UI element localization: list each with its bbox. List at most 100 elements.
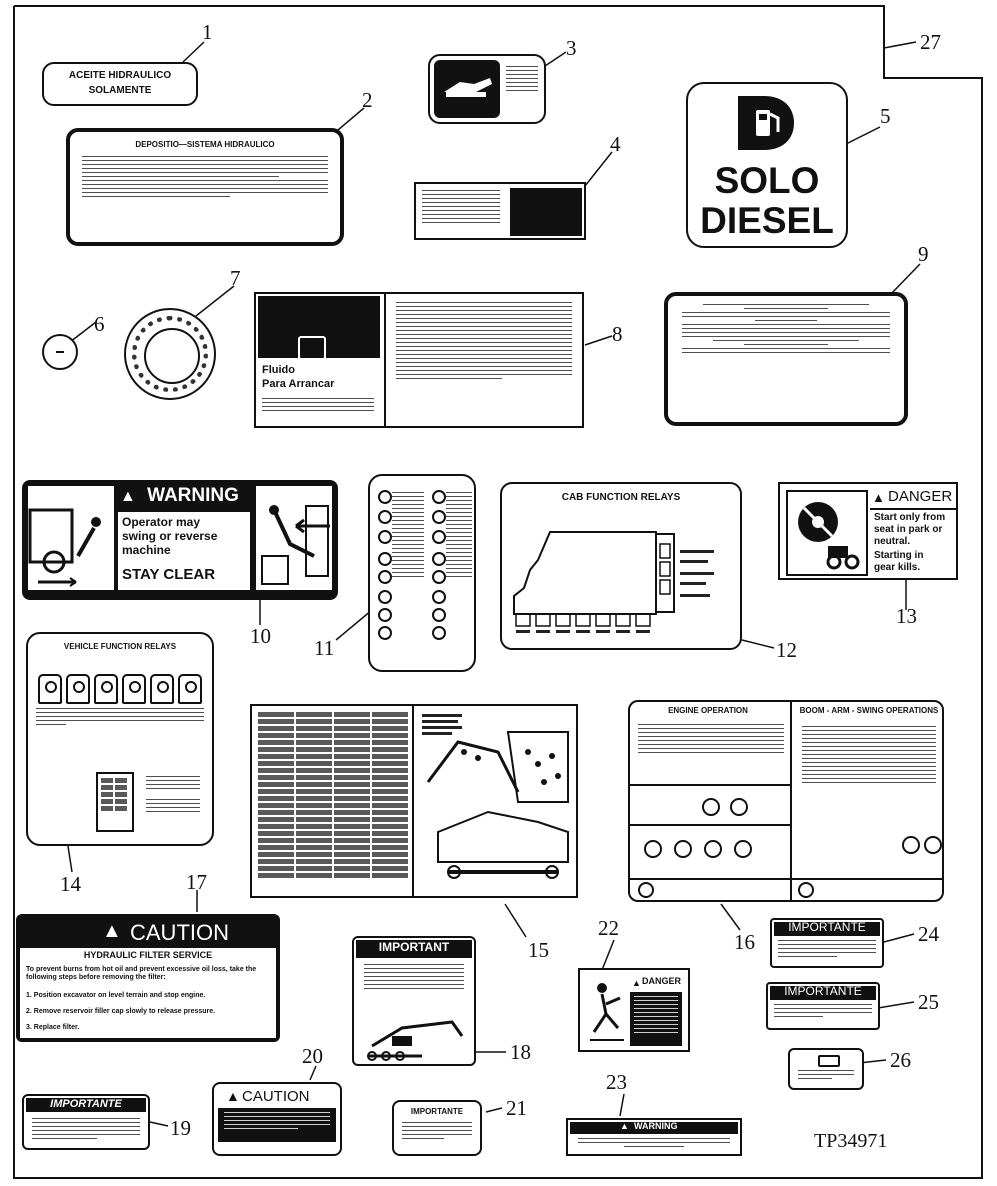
callout-6: 6: [94, 312, 105, 336]
decal-16-right-text: [802, 726, 936, 786]
decal-25-banner: IMPORTANTE: [784, 984, 862, 998]
decal-20-banner: CAUTION: [242, 1088, 310, 1105]
decal-18-important-label: IMPORTANT: [352, 936, 476, 1066]
decal-23-text-lines: [578, 1138, 730, 1150]
decal-15-divider: [412, 706, 414, 896]
decal-2-title: DEPOSITIO—SISTEMA HIDRAULICO: [135, 140, 275, 149]
decal-24-text-lines: [778, 940, 876, 960]
decal-13-line4: Starting in: [874, 550, 924, 561]
decal-16-mid-rule2: [630, 824, 790, 826]
decal-26-small-label: [788, 1048, 864, 1090]
decal-5-line1: SOLO: [714, 160, 820, 201]
decal-5-line2: DIESEL: [700, 200, 834, 241]
decal-16-left-text: [638, 724, 784, 756]
decal-22-danger-label: ▲ DANGER: [578, 968, 690, 1052]
callout-24: 24: [918, 922, 939, 946]
decal-9-text-lines: [682, 304, 890, 356]
callout-14: 14: [60, 872, 81, 896]
diesel-pump-icon: [732, 92, 798, 154]
decal-15-lubrication-chart: [250, 704, 578, 898]
callout-2: 2: [362, 88, 373, 112]
callout-8: 8: [612, 322, 623, 346]
callout-5: 5: [880, 104, 891, 128]
decal-19-important-label: IMPORTANTE: [22, 1094, 150, 1150]
callout-27: 27: [920, 30, 941, 54]
decal-21-banner: IMPORTANTE: [410, 1107, 464, 1116]
decal-10-text-box: [118, 512, 250, 590]
decal-7-round-ring-label: [124, 308, 216, 400]
decal-10-banner: WARNING: [147, 485, 239, 506]
decal-24-banner-bg: [774, 922, 880, 936]
decal-8-small-text: [262, 398, 374, 414]
decal-24-importante-label: IMPORTANTE: [770, 918, 884, 968]
decal-14-fuse-block: [96, 772, 134, 832]
decal-15-service-table: [258, 712, 408, 878]
decal-5-solo-diesel-label: SOLO DIESEL: [686, 82, 848, 248]
danger-triangle-icon: ▲: [872, 490, 885, 505]
decal-18-banner-bg: [356, 940, 472, 958]
decal-22-text-block: [630, 992, 682, 1046]
decal-17-step1: 1. Position excavator on level terrain a…: [26, 992, 206, 999]
decal-18-text-lines: [364, 964, 464, 992]
decal-1-line1: ACEITE HIDRAULICO: [68, 70, 172, 81]
excavator-bucket-icon: [367, 1020, 464, 1061]
decal-13-line5: gear kills.: [874, 562, 921, 573]
decal-11-left-labels: [392, 492, 424, 580]
decal-7-ring-text: [132, 316, 208, 392]
callout-19: 19: [170, 1116, 191, 1140]
decal-4-dark-panel: [510, 188, 582, 236]
decal-22-text-lines: [634, 996, 678, 1036]
decal-23-triangle-icon: ▲: [620, 1121, 629, 1131]
decal-6-round-label: [42, 334, 78, 370]
decal-16-bottom-rule: [630, 878, 942, 880]
decal-14-fuse-labels: [146, 776, 200, 815]
excavator-lube-diagram: [422, 714, 569, 879]
decal-24-banner: IMPORTANTE: [788, 920, 866, 934]
decal-17-subtitle: HYDRAULIC FILTER SERVICE: [83, 950, 213, 960]
decal-23-banner-bg: [570, 1122, 738, 1134]
pinch-hazard-icon: [261, 505, 330, 585]
decal-14-vehicle-function-relays-label: VEHICLE FUNCTION RELAYS: [26, 632, 214, 846]
callout-11: 11: [314, 636, 335, 660]
decal-2-text-lines: [82, 156, 328, 200]
decal-13-line1: Start only from: [874, 512, 946, 523]
callout-3: 3: [566, 36, 577, 60]
decal-25-importante-label: IMPORTANTE: [766, 982, 880, 1030]
decal-16-left-title: ENGINE OPERATION: [668, 706, 748, 715]
decal-17-step3: 3. Replace filter.: [26, 1024, 80, 1031]
decal-23-warning-strip-label: ▲ WARNING: [566, 1118, 742, 1156]
decal-22-triangle-icon: ▲: [632, 978, 641, 988]
decal-1-hydraulic-oil-label: ACEITE HIDRAULICO SOLAMENTE: [42, 62, 198, 106]
callout-17: 17: [186, 870, 207, 894]
decal-17-text-box: [20, 948, 276, 1038]
decal-19-text-lines: [32, 1118, 140, 1142]
decal-10-line3: machine: [122, 543, 171, 557]
decal-9-air-filter-service-label: [664, 292, 908, 426]
john-deere-logo-icon: [298, 336, 326, 360]
callout-21: 21: [506, 1096, 527, 1120]
callout-15: 15: [528, 938, 549, 962]
decal-23-banner: WARNING: [634, 1121, 678, 1131]
excavator-icon: [444, 78, 492, 97]
cab-outline-diagram: [513, 531, 714, 633]
decal-25-banner-bg: [770, 986, 876, 1000]
callout-16: 16: [734, 930, 755, 954]
callout-9: 9: [918, 242, 929, 266]
no-start-tractor-icon: [798, 502, 860, 570]
decal-17-step2: 2. Remove reservoir filler cap slowly to…: [26, 1008, 216, 1015]
swing-hazard-icon: [28, 508, 101, 587]
decal-12-title: CAB FUNCTION RELAYS: [561, 492, 681, 503]
decal-10-right-pictogram: [256, 486, 332, 590]
decal-13-pictogram-box: [786, 490, 868, 576]
decal-26-text-lines: [798, 1070, 854, 1082]
decal-13-line3: neutral.: [874, 536, 911, 547]
callout-12: 12: [776, 638, 797, 662]
callout-20: 20: [302, 1044, 323, 1068]
decal-16-divider: [790, 702, 792, 900]
decal-16-right-title: BOOM - ARM - SWING OPERATIONS: [799, 706, 939, 715]
callout-22: 22: [598, 916, 619, 940]
decal-8-text-lines: [396, 302, 572, 382]
callout-1: 1: [202, 20, 213, 44]
decal-21-text-lines: [402, 1122, 472, 1142]
decal-1-line2: SOLAMENTE: [88, 85, 152, 96]
